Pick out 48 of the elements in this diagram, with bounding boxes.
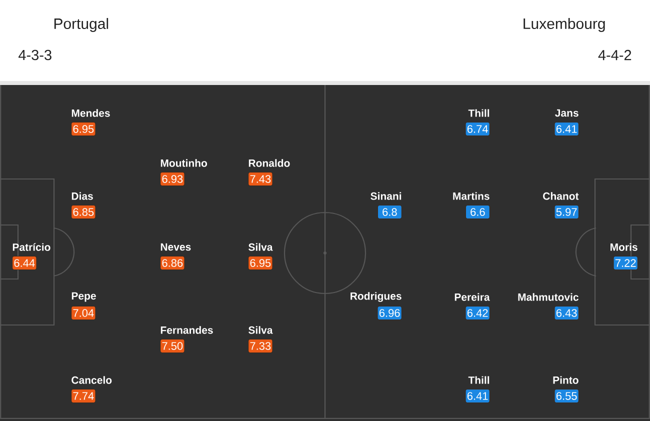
player-name: Pereira xyxy=(454,293,490,301)
player-name: Cancelo xyxy=(72,376,112,384)
player-name: Silva xyxy=(248,326,273,334)
rating-badge: 6.96 xyxy=(377,306,402,320)
rating-badge: 6.55 xyxy=(554,388,579,404)
player-name: Jans xyxy=(555,109,578,117)
formation-text: 4-3-3 xyxy=(18,50,52,60)
player-name: Thill xyxy=(468,109,490,117)
rating-badge: 6.93 xyxy=(160,172,185,186)
player-name: Neves xyxy=(160,243,191,251)
rating-badge: 5.97 xyxy=(554,204,579,220)
player-name: Silva xyxy=(248,243,273,251)
rating-badge: 6.95 xyxy=(71,122,96,136)
rating-badge: 7.50 xyxy=(160,338,185,354)
player-name: Chanot xyxy=(543,192,579,200)
rating-badge: 6.42 xyxy=(465,306,490,320)
player-name: Pepe xyxy=(72,292,96,302)
rating-badge: 6.43 xyxy=(554,306,579,320)
rating-badge: 6.41 xyxy=(554,122,579,136)
player-name: Fernandes xyxy=(160,326,213,334)
player-name: Thill xyxy=(468,376,490,384)
player-name: Sinani xyxy=(370,192,402,200)
rating-badge: 7.04 xyxy=(71,306,96,320)
rating-badge: 6.8 xyxy=(377,204,402,220)
team-name: Portugal xyxy=(54,18,108,32)
rating-badge: 7.22 xyxy=(613,256,638,270)
rating-badge: 6.74 xyxy=(465,122,490,136)
rating-badge: 6.41 xyxy=(465,388,490,404)
rating-badge: 6.44 xyxy=(12,256,37,270)
formation-text: 4-4-2 xyxy=(598,50,632,60)
player-name: Moutinho xyxy=(160,159,208,167)
player-name: Mendes xyxy=(72,109,110,117)
player-name: Rodrigues xyxy=(350,292,402,302)
rating-badge: 6.86 xyxy=(160,256,185,270)
rating-badge: 6.95 xyxy=(248,256,273,270)
rating-badge: 6.85 xyxy=(71,204,96,220)
rating-badge: 6.6 xyxy=(465,204,490,220)
player-name: Dias xyxy=(72,192,93,200)
player-name: Patrício xyxy=(12,243,50,251)
player-name: Pinto xyxy=(553,376,578,384)
rating-badge: 7.33 xyxy=(248,338,273,354)
rating-badge: 7.43 xyxy=(248,172,273,186)
rating-badge: 7.74 xyxy=(71,388,96,404)
player-name: Mahmutovic xyxy=(518,293,578,301)
player-name: Martins xyxy=(453,192,490,200)
player-name: Ronaldo xyxy=(248,159,290,167)
team-name: Luxembourg xyxy=(524,18,605,32)
player-name: Moris xyxy=(610,243,638,251)
